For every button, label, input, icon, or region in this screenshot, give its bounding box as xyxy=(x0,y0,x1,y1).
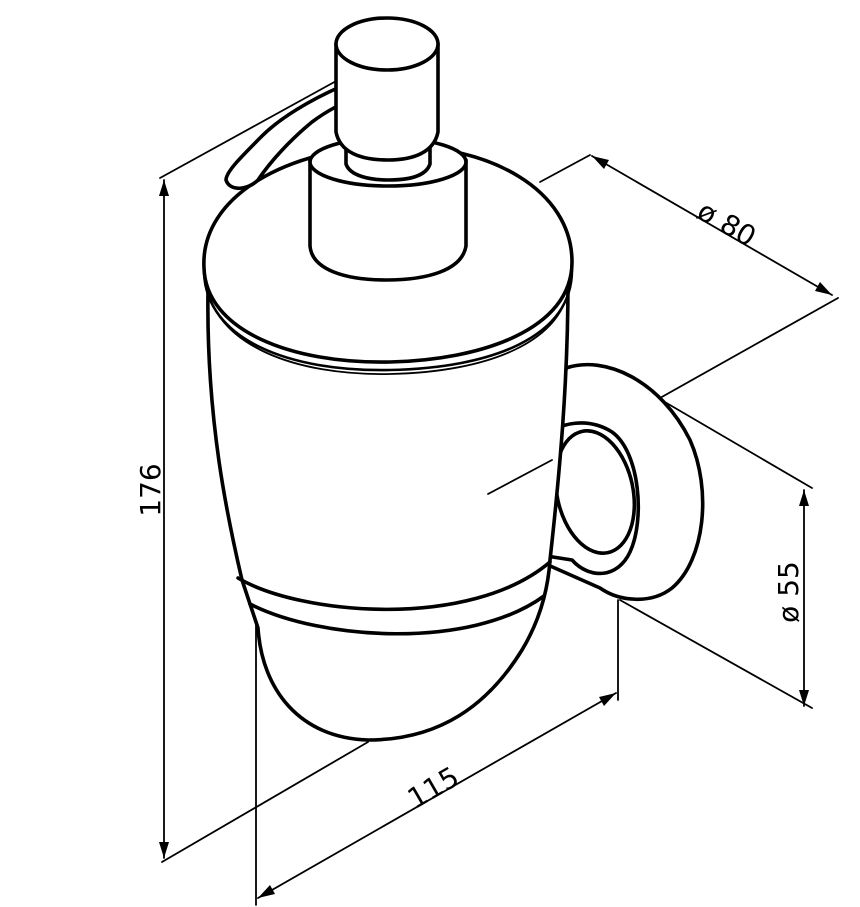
pump xyxy=(224,16,468,282)
wall-mount xyxy=(538,362,705,602)
pump-head xyxy=(334,42,440,162)
arrow-width-left xyxy=(258,885,275,898)
extension-line-mount-top xyxy=(657,397,813,489)
pump-head-top xyxy=(334,16,440,72)
bottle-ring-top xyxy=(236,560,552,612)
arrow-width-right xyxy=(599,693,616,706)
arrow-bottle-diameter-right xyxy=(815,282,832,295)
extension-line-bottle-right xyxy=(659,297,839,399)
dimension-line-bottle-diameter xyxy=(591,155,833,296)
bottle-ring-bottom xyxy=(248,594,546,636)
extension-line-top xyxy=(159,79,339,179)
lid-rim-edge xyxy=(202,268,574,372)
arrow-height-top xyxy=(159,180,169,196)
extension-line-bottom xyxy=(161,741,369,863)
lid-rim-inner xyxy=(205,279,571,375)
dimension-text-width: 115 xyxy=(402,760,465,815)
dimension-text-bottle-diameter: ø 80 xyxy=(692,194,762,253)
dimension-lines xyxy=(159,155,833,899)
arrow-height-bottom xyxy=(159,842,169,858)
arrow-mount-diameter-bottom xyxy=(799,690,809,706)
pump-collar xyxy=(308,158,468,282)
pump-spout xyxy=(224,84,362,191)
dimension-line-width xyxy=(257,692,617,899)
extension-line-bottle-left xyxy=(539,154,591,183)
arrow-bottle-diameter-left xyxy=(592,156,609,169)
extension-line-mount-bottom xyxy=(619,599,813,709)
axis-line xyxy=(487,459,553,495)
dimension-text-mount-diameter: ø 55 xyxy=(772,561,805,623)
dimension-text-height: 176 xyxy=(134,463,167,516)
arrow-mount-diameter-top xyxy=(799,490,809,506)
bottle xyxy=(206,280,570,742)
